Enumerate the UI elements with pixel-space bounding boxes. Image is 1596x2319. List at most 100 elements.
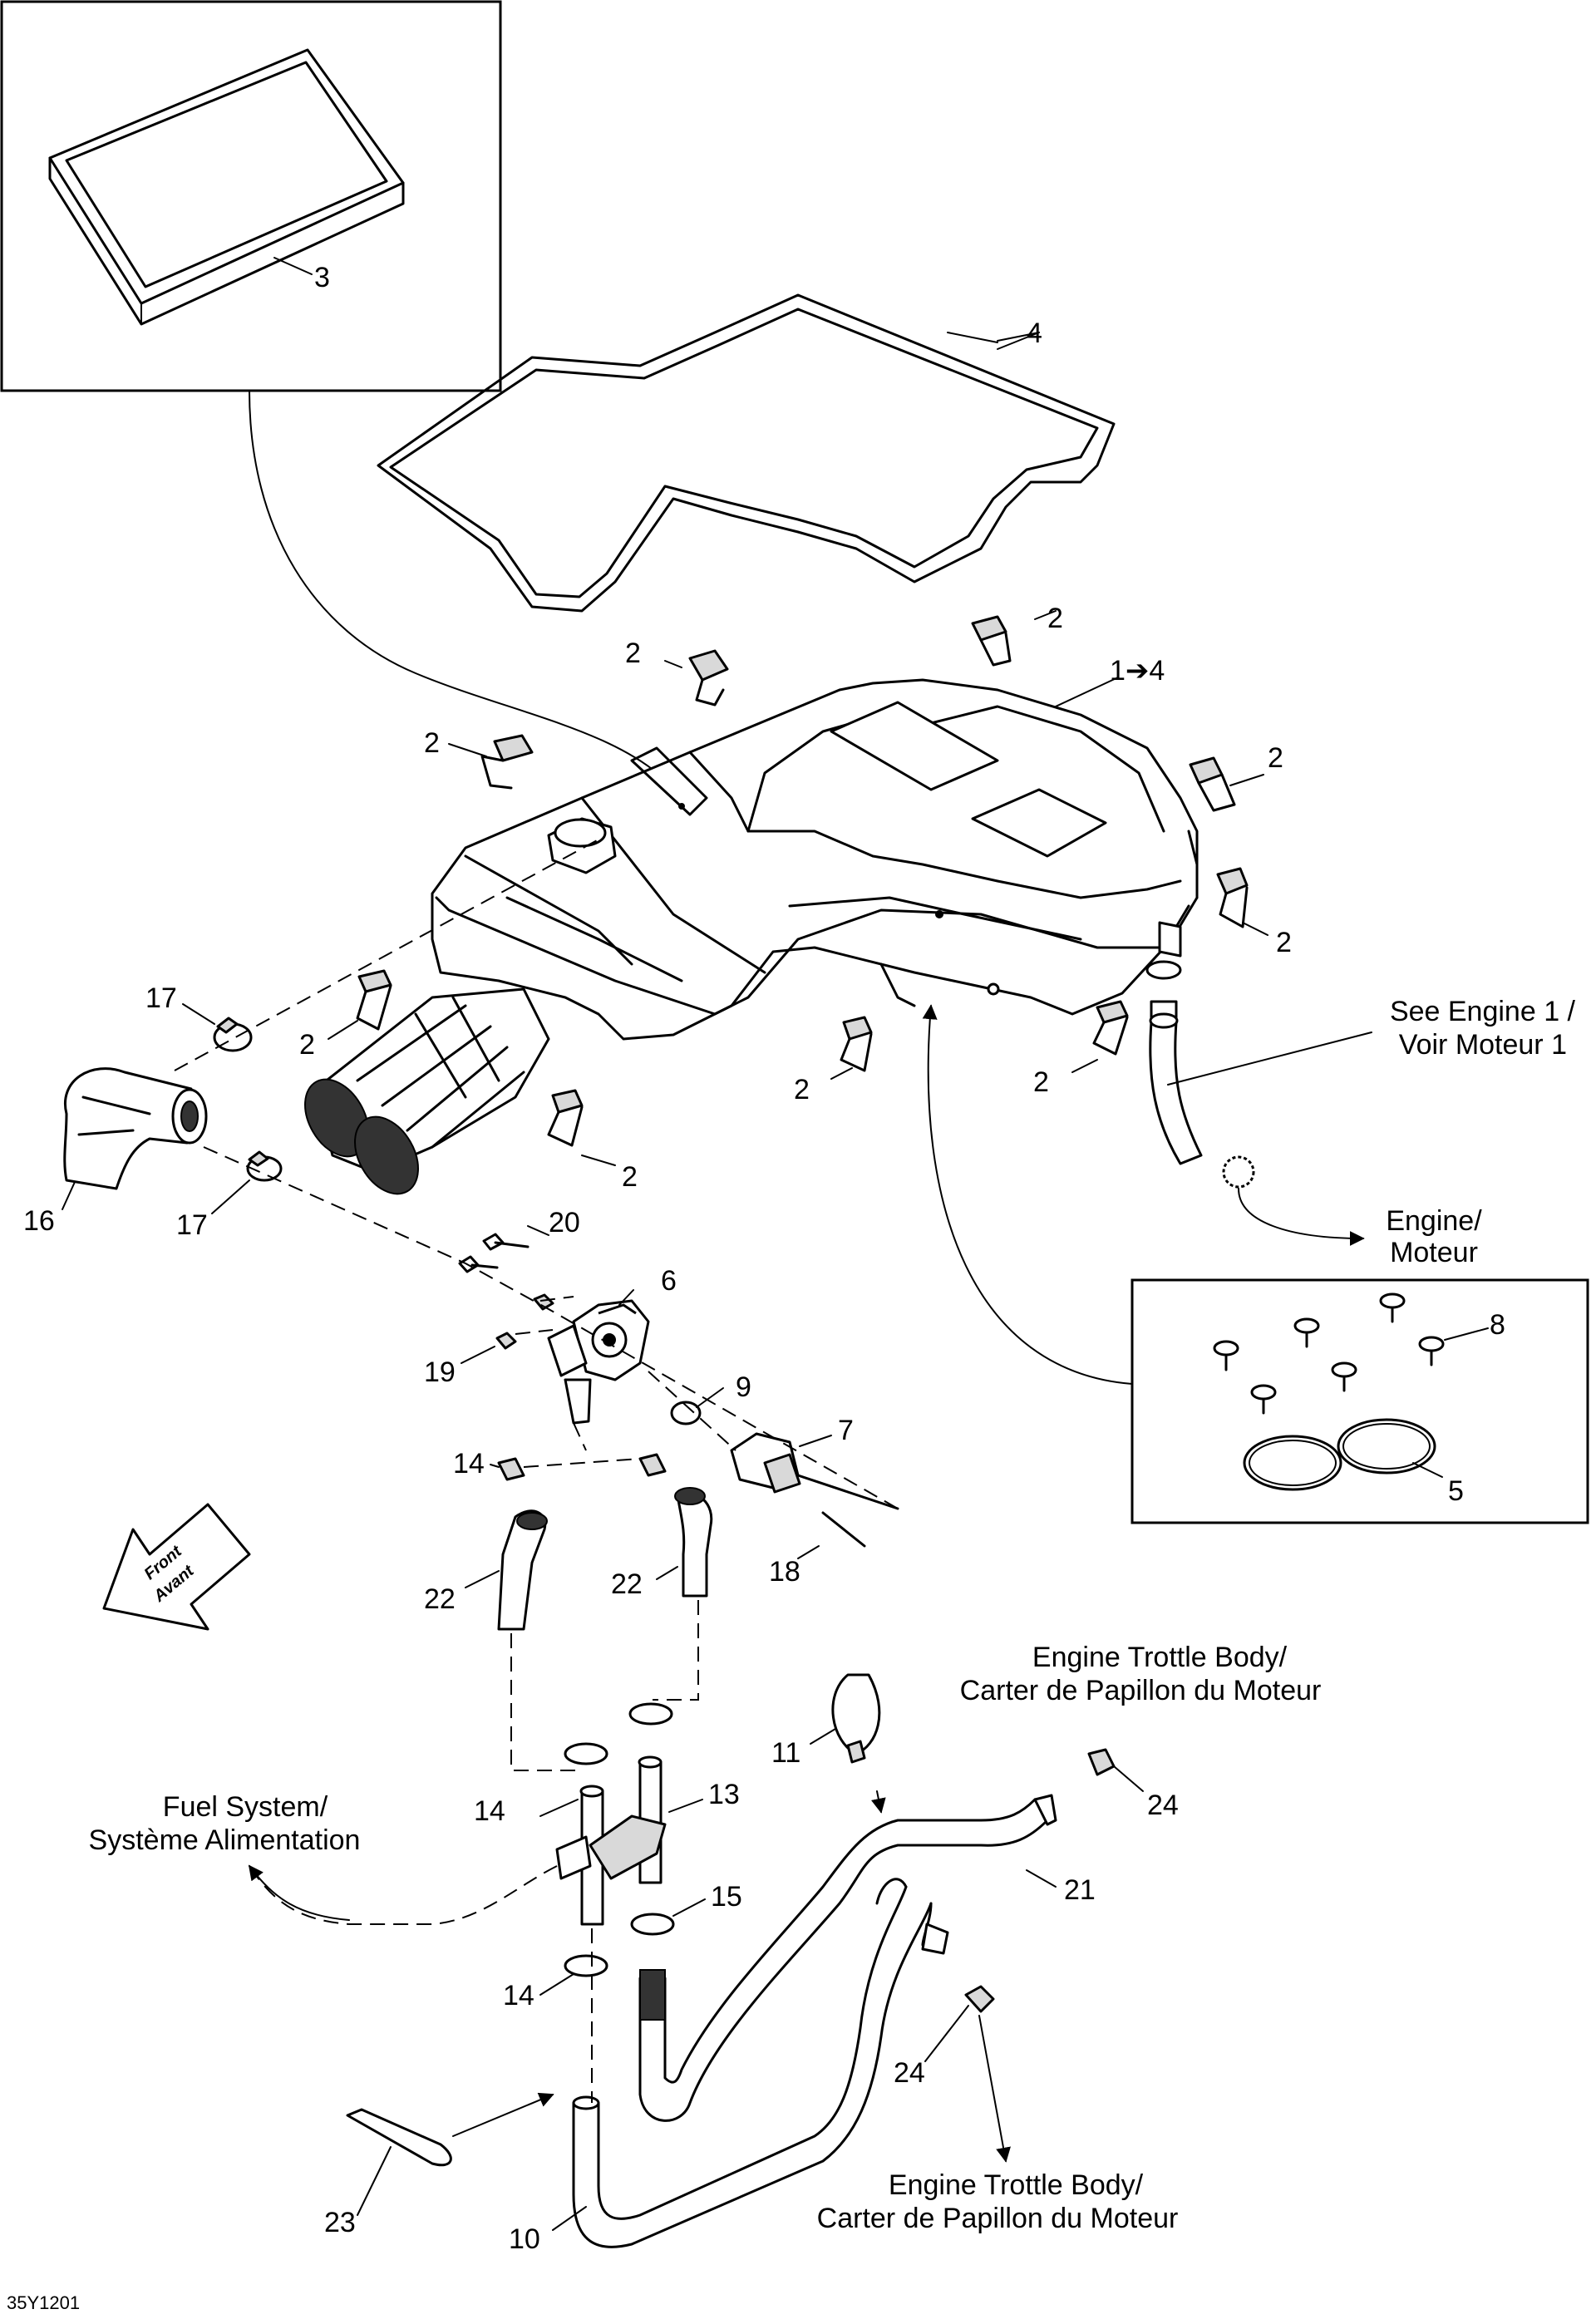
callout-5: 5 [1448, 1475, 1464, 1507]
callout-18: 18 [769, 1556, 800, 1588]
clip-5 [1216, 867, 1249, 928]
callout-2: 2 [1047, 603, 1063, 634]
callout-17: 17 [176, 1209, 208, 1241]
callout-8: 8 [1490, 1309, 1505, 1341]
callout-4: 4 [1027, 318, 1042, 349]
callout-22: 22 [611, 1568, 643, 1600]
callout-19: 19 [424, 1356, 456, 1388]
clip-8 [1092, 1000, 1129, 1056]
throttle-housing [547, 1299, 650, 1425]
callout-2: 2 [794, 1074, 810, 1105]
callout-1-4: 1➔4 [1110, 655, 1165, 687]
sensor-7 [730, 1432, 899, 1510]
callouts: 3 4 2 2 1➔4 2 2 2 17 2 2 2 2 16 17 20 6 … [23, 262, 1505, 2255]
fitting-24-lower [964, 1985, 995, 2013]
o-ring-large-b [1337, 1418, 1436, 1475]
callout-6: 6 [661, 1265, 677, 1297]
bolt-18 [821, 1511, 866, 1548]
callout-2: 2 [1268, 742, 1283, 774]
front-direction-arrow: Front Avant [102, 1503, 251, 1631]
clip-2 [971, 615, 1012, 667]
callout-14: 14 [453, 1448, 485, 1480]
strap-23 [346, 2108, 452, 2167]
bolt-20-b [458, 1255, 499, 1273]
clip-3 [480, 734, 534, 790]
callout-15: 15 [711, 1881, 742, 1913]
o-ring-large-a [1243, 1435, 1342, 1491]
air-filter-inset [0, 0, 502, 392]
callout-2: 2 [622, 1161, 638, 1193]
clamp-lower [246, 1150, 283, 1182]
clip-1 [688, 649, 729, 707]
o-ring-9 [670, 1401, 702, 1425]
screw-a [1213, 1340, 1239, 1371]
screw-d [1418, 1336, 1445, 1366]
bolt-20-a [482, 1233, 530, 1251]
diagram-code: 35Y1201 [7, 2292, 80, 2313]
screw-c [1379, 1292, 1406, 1323]
callout-14: 14 [474, 1795, 505, 1827]
note-see-engine-fr: Voir Moteur 1 [1399, 1029, 1567, 1061]
callout-10: 10 [509, 2223, 540, 2255]
screw-b [1293, 1317, 1320, 1348]
assembly-dash-lines [174, 839, 899, 2103]
callout-20: 20 [549, 1207, 580, 1238]
clamp-14-b [628, 1702, 673, 1726]
nut-19-b [495, 1332, 517, 1350]
note-engine-en: Engine/ [1386, 1205, 1482, 1237]
note-see-engine-en: See Engine 1 / [1390, 996, 1576, 1027]
hose-22-right [674, 1487, 713, 1598]
clamp-15 [630, 1913, 675, 1936]
callout-3: 3 [314, 262, 330, 293]
callout-2: 2 [1276, 927, 1292, 958]
inset-leader-curve [249, 390, 682, 799]
callout-22: 22 [424, 1583, 456, 1615]
fitting-14-upper-a [497, 1457, 525, 1481]
note-throttle-lower-en: Engine Trottle Body/ [889, 2169, 1144, 2201]
reference-notes: See Engine 1 / Voir Moteur 1 Engine/ Mot… [89, 996, 1576, 2234]
clamp-upper [213, 1017, 253, 1052]
flow-arrows [248, 1004, 1365, 2163]
note-throttle-upper-fr: Carter de Papillon du Moteur [960, 1675, 1322, 1706]
note-fuel-system-fr: Système Alimentation [89, 1824, 361, 1856]
note-fuel-system-en: Fuel System/ [163, 1791, 328, 1823]
airbox-gasket [377, 293, 1116, 613]
note-engine-fr: Moteur [1390, 1237, 1478, 1268]
callout-14: 14 [503, 1980, 534, 2011]
callout-2: 2 [625, 638, 641, 669]
callout-24: 24 [894, 2057, 925, 2089]
clamp-14-c [564, 1954, 608, 1977]
screw-f [1250, 1384, 1277, 1415]
callout-21: 21 [1064, 1874, 1096, 1906]
callout-16: 16 [23, 1205, 55, 1237]
leader-lines [62, 332, 1489, 2231]
clip-4 [1189, 756, 1236, 812]
callout-7: 7 [838, 1415, 854, 1446]
screw-e [1331, 1361, 1357, 1392]
callout-2: 2 [299, 1029, 315, 1061]
callout-9: 9 [736, 1371, 751, 1403]
drain-hose [1145, 960, 1255, 1189]
hose-21 [638, 1794, 1057, 2122]
callout-13: 13 [708, 1779, 740, 1810]
fitting-24-upper [1087, 1748, 1116, 1776]
t-manifold [555, 1755, 667, 1926]
intake-duct [304, 987, 550, 1195]
air-filter-part [48, 48, 405, 326]
nut-19-a [533, 1293, 554, 1311]
hose-22-left [497, 1509, 548, 1631]
hardware-inset [1130, 1278, 1589, 1524]
clamp-14-a [564, 1742, 608, 1765]
callout-2: 2 [424, 727, 440, 759]
clamp-11 [831, 1673, 881, 1764]
elbow-hose [63, 1067, 208, 1190]
fitting-14-upper-b [638, 1453, 667, 1477]
note-throttle-lower-fr: Carter de Papillon du Moteur [817, 2203, 1179, 2234]
callout-23: 23 [324, 2207, 356, 2238]
callout-24: 24 [1147, 1790, 1179, 1821]
airbox-housing [304, 678, 1199, 1195]
clip-7 [840, 1016, 873, 1072]
callout-11: 11 [771, 1737, 800, 1769]
note-throttle-upper-en: Engine Trottle Body/ [1032, 1642, 1288, 1673]
